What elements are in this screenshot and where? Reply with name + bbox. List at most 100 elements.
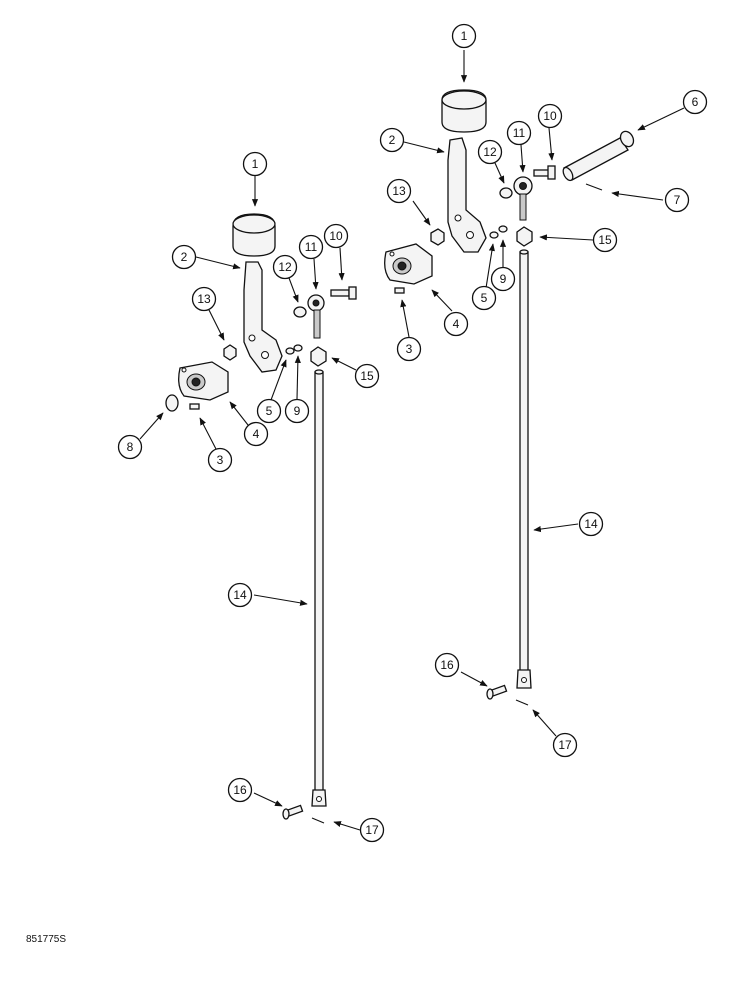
callout-15: 15	[354, 363, 380, 389]
callout-label: 2	[181, 250, 188, 264]
callout-5: 5	[471, 285, 497, 311]
pin-16-right	[486, 684, 508, 700]
callout-16: 16	[227, 777, 253, 803]
callout-circle	[592, 227, 618, 253]
callout-label: 13	[197, 292, 211, 306]
callout-8: 8	[117, 434, 143, 460]
callout-label: 2	[389, 133, 396, 147]
callout-circle	[207, 447, 233, 473]
callout-circle	[386, 178, 412, 204]
callout-circle	[243, 421, 269, 447]
washer-12-right	[499, 187, 513, 199]
callout-circle	[506, 120, 532, 146]
callout-circle	[272, 254, 298, 280]
callout-label: 1	[461, 29, 468, 43]
callout-7: 7	[664, 187, 690, 213]
callout-label: 10	[329, 229, 343, 243]
flange-bearing-4-right	[384, 243, 433, 285]
callout-label: 5	[481, 291, 488, 305]
callout-4: 4	[243, 421, 269, 447]
callout-circle	[552, 732, 578, 758]
callout-1: 1	[242, 151, 268, 177]
cotter-17-left	[311, 817, 325, 824]
pedal-arm-right	[447, 137, 487, 253]
callout-circle	[117, 434, 143, 460]
bolt-10-right	[533, 165, 556, 180]
callout-label: 15	[360, 369, 374, 383]
callout-10: 10	[537, 103, 563, 129]
callout-circle	[354, 363, 380, 389]
callout-9: 9	[284, 398, 310, 424]
callout-circle	[379, 127, 405, 153]
callout-label: 1	[252, 157, 259, 171]
callout-circle	[323, 223, 349, 249]
callout-circle	[477, 139, 503, 165]
callout-label: 14	[584, 517, 598, 531]
nut-15-left	[310, 346, 327, 367]
callout-label: 17	[558, 738, 572, 752]
callout-label: 8	[127, 440, 134, 454]
pin-16-left	[282, 804, 304, 820]
figure-code: 851775S	[26, 934, 67, 945]
callout-label: 14	[233, 588, 247, 602]
washer-8-left	[165, 394, 179, 412]
callout-label: 11	[513, 126, 526, 140]
bolt-3-right	[394, 287, 405, 294]
callout-circle	[359, 817, 385, 843]
callout-3: 3	[396, 336, 422, 362]
nut-15-right	[516, 226, 533, 247]
washer-9-right	[498, 225, 508, 233]
bolt-10-left	[330, 286, 357, 300]
flange-bearing-4-left	[178, 361, 229, 401]
nut-13-right	[430, 228, 445, 246]
callout-circle	[256, 398, 282, 424]
callout-circle	[490, 266, 516, 292]
callout-circle	[242, 151, 268, 177]
callout-circle	[471, 285, 497, 311]
callout-12: 12	[272, 254, 298, 280]
rod-14-right	[516, 249, 532, 689]
rod-end-11-right	[513, 176, 533, 221]
nut-13-left	[223, 344, 237, 361]
callout-circle	[443, 311, 469, 337]
callout-circle	[537, 103, 563, 129]
callout-circle	[578, 511, 604, 537]
callout-circle	[191, 286, 217, 312]
bolt-3-left	[189, 403, 200, 410]
callout-label: 16	[233, 783, 247, 797]
callout-circle	[227, 777, 253, 803]
cotter-7-right	[585, 183, 603, 191]
callout-circle	[682, 89, 708, 115]
callout-label: 3	[406, 342, 413, 356]
callout-12: 12	[477, 139, 503, 165]
callout-label: 9	[294, 404, 301, 418]
callout-label: 12	[278, 260, 292, 274]
cotter-17-right	[515, 699, 529, 706]
washer-5-left	[285, 347, 295, 355]
callout-11: 11	[298, 234, 324, 260]
washer-5-right	[489, 231, 499, 239]
callout-label: 7	[674, 193, 681, 207]
callout-label: 16	[440, 658, 454, 672]
leader-lines	[139, 50, 685, 831]
callout-label: 13	[392, 184, 406, 198]
callout-label: 10	[543, 109, 557, 123]
callout-circle	[451, 23, 477, 49]
pin-6-right	[562, 130, 635, 182]
callout-14: 14	[227, 582, 253, 608]
callout-6: 6	[682, 89, 708, 115]
callout-11: 11	[506, 120, 532, 146]
callout-16: 16	[434, 652, 460, 678]
callout-label: 15	[598, 233, 612, 247]
callout-15: 15	[592, 227, 618, 253]
callout-label: 6	[692, 95, 699, 109]
callout-circle	[171, 244, 197, 270]
callout-label: 4	[253, 427, 260, 441]
left-assembly	[165, 213, 357, 824]
callout-label: 5	[266, 404, 273, 418]
pedal-pad-right	[441, 89, 487, 133]
callout-circle	[284, 398, 310, 424]
washer-9-left	[293, 344, 303, 352]
